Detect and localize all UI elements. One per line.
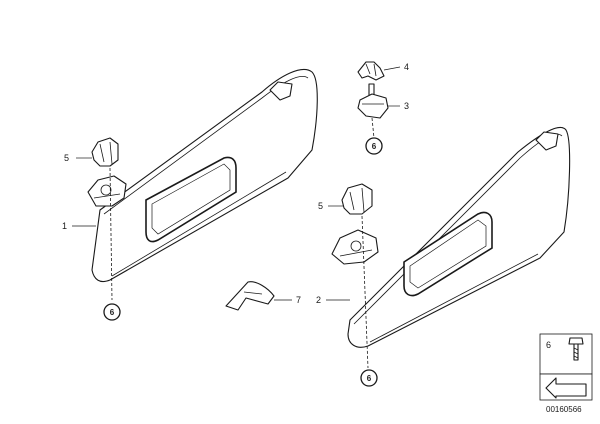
callout-5-left: 5: [64, 153, 69, 163]
clip-holder-right-part-5: [341, 183, 373, 215]
clip-holder-left-part-5: [91, 137, 119, 167]
trim-cover-part-7: [225, 281, 275, 311]
callout-7: 7: [296, 295, 301, 305]
assembly-line-left: [109, 167, 113, 301]
ref-marker-left: 6: [103, 303, 121, 321]
assembly-line-right: [361, 215, 369, 369]
visor-mount-right: [331, 229, 379, 265]
legend-item-number: 6: [546, 340, 551, 350]
callout-2: 2: [316, 295, 321, 305]
svg-text:6: 6: [372, 142, 377, 151]
assembly-line-top: [371, 117, 375, 139]
svg-text:6: 6: [367, 374, 372, 383]
callout-1: 1: [62, 221, 67, 231]
ref-marker-top: 6: [365, 137, 383, 155]
callout-4: 4: [404, 62, 409, 72]
document-number: 00160566: [546, 405, 582, 414]
svg-text:6: 6: [110, 308, 115, 317]
direction-arrow-icon: [539, 373, 593, 401]
callout-3: 3: [404, 101, 409, 111]
callout-5-right: 5: [318, 201, 323, 211]
legend-box: 6: [539, 333, 593, 375]
bearing-bracket-part-3: [357, 83, 389, 119]
mirror-cover-right: [403, 211, 493, 297]
ref-marker-right: 6: [360, 369, 378, 387]
clip-part-4: [357, 61, 385, 81]
mirror-cover-left: [145, 156, 237, 243]
screw-icon: [568, 337, 584, 361]
visor-mount-left: [87, 175, 127, 207]
